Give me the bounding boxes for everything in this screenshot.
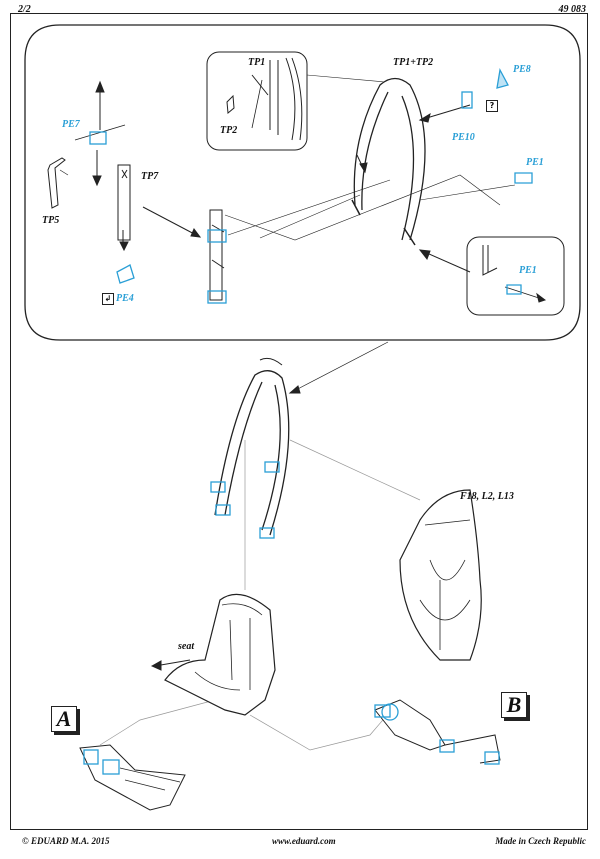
footer-origin: Made in Czech Republic bbox=[495, 836, 586, 846]
pe7-part bbox=[89, 131, 107, 145]
page-frame bbox=[10, 13, 588, 830]
bend-mark-icon: ↲ bbox=[102, 293, 114, 305]
label-tp2: TP2 bbox=[220, 125, 238, 136]
footer-website: www.eduard.com bbox=[272, 836, 336, 846]
tp7-part bbox=[117, 164, 131, 241]
harness-main bbox=[214, 370, 290, 536]
seat-back-part bbox=[399, 489, 482, 661]
pe1-part-top bbox=[514, 172, 533, 184]
top-panel-outline bbox=[24, 24, 581, 341]
label-tp1-tp2: TP1+TP2 bbox=[393, 57, 434, 68]
label-tp1: TP1 bbox=[248, 57, 266, 68]
pe10-part bbox=[461, 91, 473, 109]
harness-tp1-tp2 bbox=[353, 77, 426, 241]
pe1-part-detail bbox=[506, 284, 522, 295]
lap-belt-a bbox=[79, 744, 186, 811]
strap-assembly-short bbox=[209, 209, 223, 301]
view-b-badge: B bbox=[501, 692, 527, 718]
pe8-part bbox=[496, 68, 509, 89]
label-pe1-detail: PE1 bbox=[519, 265, 537, 276]
label-seat-parts: F18, L2, L13 bbox=[460, 491, 514, 502]
label-pe4: PE4 bbox=[116, 293, 134, 304]
label-pe8: PE8 bbox=[513, 64, 531, 75]
optional-mark-icon: ? bbox=[486, 100, 498, 112]
detail-box-tp1 bbox=[206, 51, 308, 151]
pe4-part bbox=[116, 264, 135, 284]
label-tp7: TP7 bbox=[141, 171, 159, 182]
kit-code: 49 083 bbox=[558, 4, 587, 15]
page-number: 2/2 bbox=[18, 4, 31, 15]
label-pe1-top: PE1 bbox=[526, 157, 544, 168]
seat-part bbox=[164, 593, 276, 716]
footer-copyright: © EDUARD M.A. 2015 bbox=[22, 836, 110, 846]
label-seat: seat bbox=[178, 641, 195, 652]
lap-belt-b bbox=[374, 699, 446, 751]
label-tp5: TP5 bbox=[42, 215, 60, 226]
label-pe7: PE7 bbox=[62, 119, 80, 130]
detail-box-pe1 bbox=[466, 236, 565, 316]
tp5-part bbox=[47, 157, 66, 209]
label-pe10: PE10 bbox=[452, 132, 475, 143]
view-a-badge: A bbox=[51, 706, 77, 732]
